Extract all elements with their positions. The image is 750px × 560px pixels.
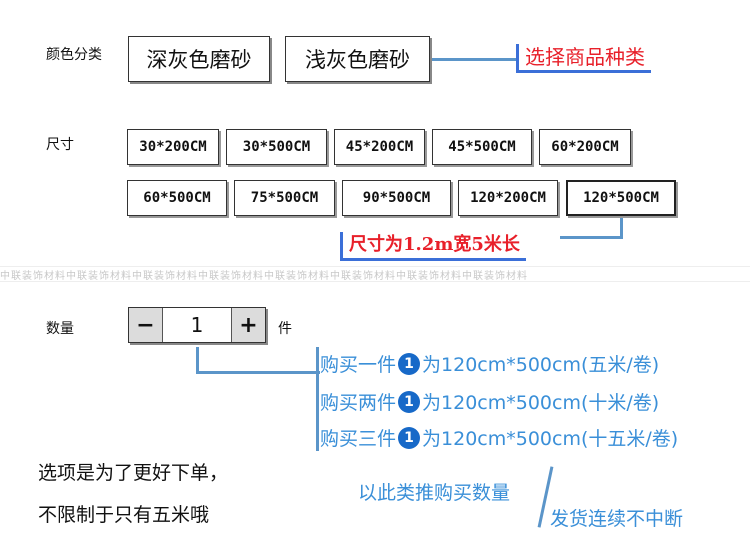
size-callout: 尺寸为1.2m宽5米长 (340, 232, 526, 261)
number-one-icon: 1 (398, 352, 421, 375)
purchase-line-2: 购买两件 1 为120cm*500cm(十米/卷) (320, 388, 659, 415)
size-callout-line-h (560, 236, 623, 239)
size-option[interactable]: 60*200CM (539, 129, 631, 165)
size-option[interactable]: 75*500CM (234, 180, 335, 216)
color-option-light-gray[interactable]: 浅灰色磨砂 (285, 36, 430, 82)
size-option[interactable]: 45*500CM (432, 129, 532, 165)
size-option[interactable]: 90*500CM (342, 180, 451, 216)
quantity-callout-line-v (196, 347, 199, 373)
purchase-bracket-line (316, 347, 319, 451)
quantity-plus-button[interactable]: + (231, 308, 265, 342)
color-callout-line (432, 58, 516, 61)
number-one-icon: 1 (398, 426, 421, 449)
quantity-label: 数量 (46, 321, 74, 337)
quantity-callout-line-h (196, 371, 320, 374)
continuous-shipping-text: 发货连续不中断 (550, 508, 684, 530)
note-line-2: 不限制于只有五米哦 (38, 504, 210, 526)
quantity-unit: 件 (278, 321, 292, 337)
quantity-input[interactable]: 1 (190, 313, 204, 337)
size-label: 尺寸 (46, 137, 74, 153)
watermark-band: 中联装饰材料中联装饰材料中联装饰材料中联装饰材料中联装饰材料中联装饰材料中联装饰… (0, 266, 750, 282)
purchase-line-1: 购买一件 1 为120cm*500cm(五米/卷) (320, 350, 659, 377)
color-option-dark-gray[interactable]: 深灰色磨砂 (128, 36, 270, 82)
size-option-selected[interactable]: 120*500CM (566, 180, 676, 216)
purchase-prefix: 购买三件 (320, 428, 397, 450)
purchase-suffix: 为120cm*500cm(十五米/卷) (422, 428, 679, 450)
size-option[interactable]: 30*500CM (226, 129, 327, 165)
quantity-stepper: − 1 + (128, 307, 266, 343)
size-option[interactable]: 30*200CM (127, 129, 219, 165)
purchase-prefix: 购买两件 (320, 392, 397, 414)
purchase-prefix: 购买一件 (320, 354, 397, 376)
purchase-line-3: 购买三件 1 为120cm*500cm(十五米/卷) (320, 424, 678, 451)
size-option[interactable]: 120*200CM (458, 180, 558, 216)
size-option[interactable]: 60*500CM (127, 180, 227, 216)
quantity-minus-button[interactable]: − (129, 308, 163, 342)
size-option[interactable]: 45*200CM (334, 129, 425, 165)
purchase-suffix: 为120cm*500cm(五米/卷) (422, 354, 660, 376)
size-callout-line-v (620, 218, 623, 238)
infer-quantity-text: 以此类推购买数量 (358, 482, 511, 504)
color-callout: 选择商品种类 (516, 44, 651, 73)
purchase-suffix: 为120cm*500cm(十米/卷) (422, 392, 660, 414)
color-label: 颜色分类 (46, 47, 102, 63)
number-one-icon: 1 (398, 390, 421, 413)
note-line-1: 选项是为了更好下单， (38, 462, 229, 484)
